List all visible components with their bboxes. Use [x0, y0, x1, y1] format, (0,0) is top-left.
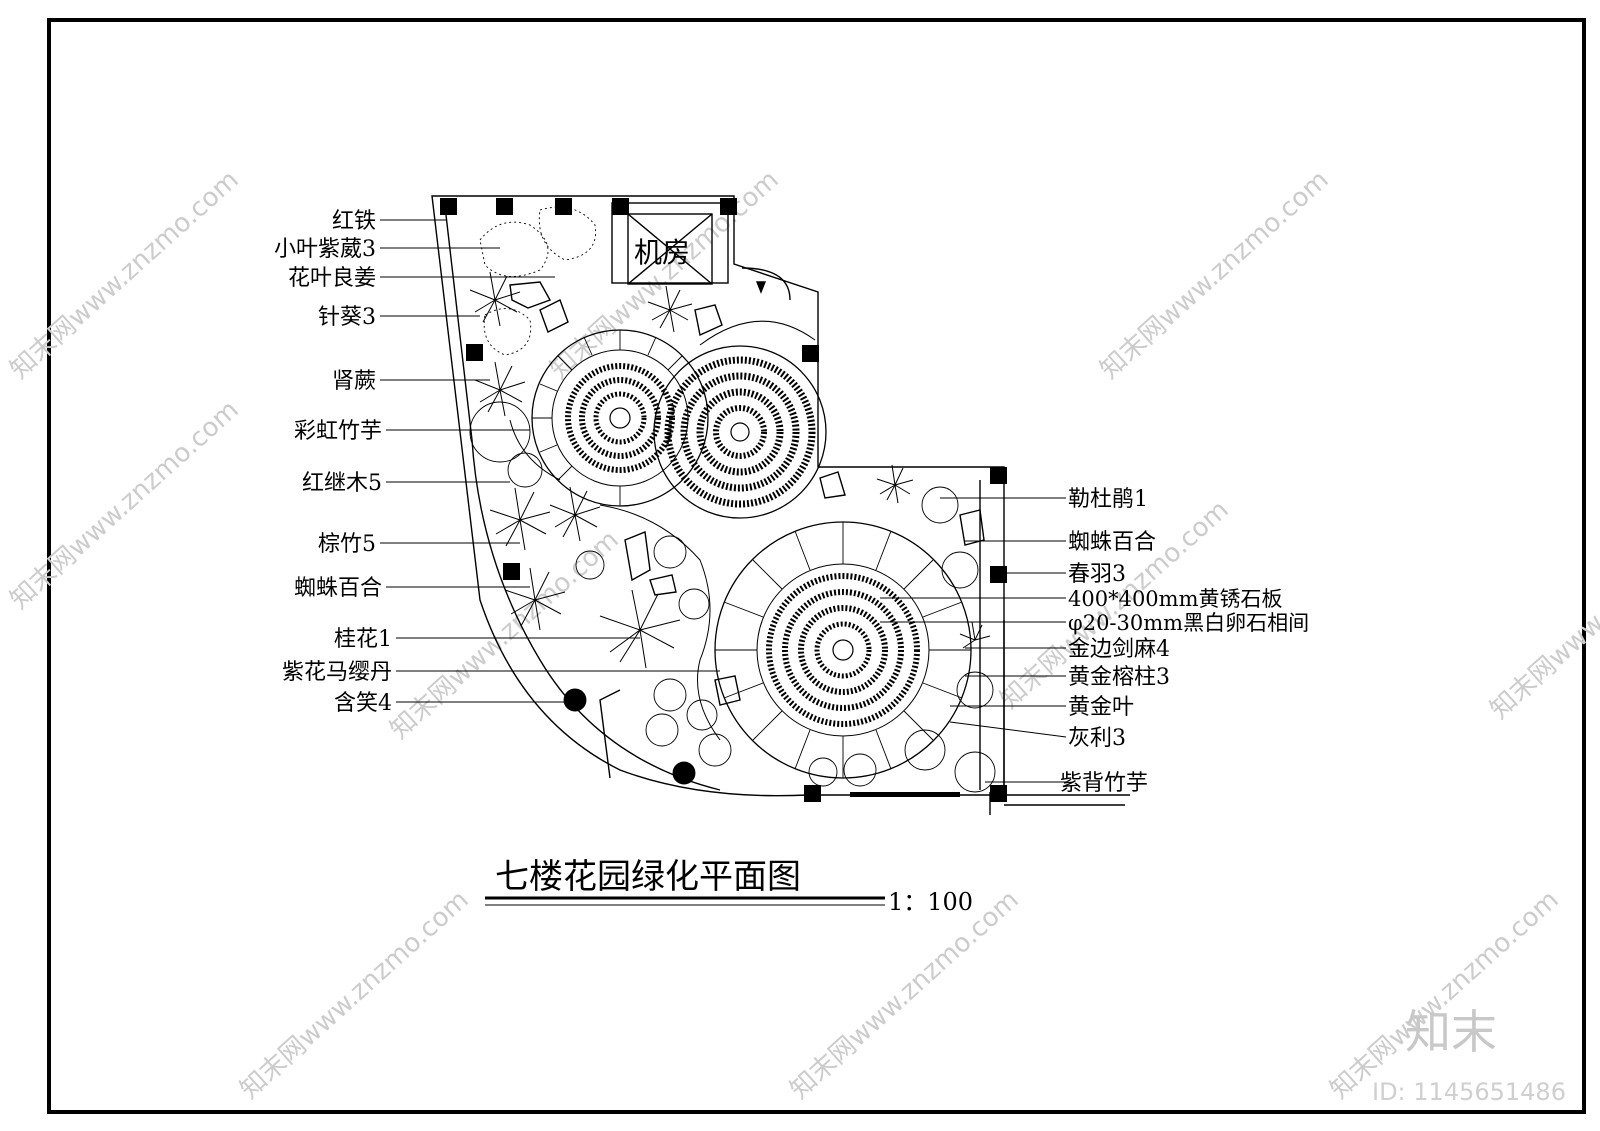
- watermark-text: 知末网www.znzmo.com: [385, 525, 625, 745]
- label-left-2: 小叶紫葳3: [274, 237, 376, 262]
- label-right-7: 黄金榕柱3: [1068, 665, 1170, 690]
- site-outline: [431, 195, 1130, 815]
- image-id: ID: 1145651486: [1372, 1078, 1566, 1106]
- label-left-5: 肾蕨: [332, 369, 376, 394]
- brand-watermark: 知末: [1405, 1005, 1497, 1059]
- watermark-text: 知末网www.znzmo.com: [1095, 165, 1335, 385]
- title-block: 七楼花园绿化平面图 1：100: [485, 857, 973, 916]
- label-right-4: 400*400mm黄锈石板: [1068, 587, 1283, 611]
- label-right-2: 蜘蛛百合: [1068, 530, 1156, 555]
- watermark-text: 知末网www.znzmo.com: [545, 165, 785, 385]
- machine-room: 机房: [611, 202, 791, 301]
- paving-circles: [509, 320, 972, 779]
- label-right-6: 金边剑麻4: [1068, 637, 1170, 662]
- drawing-title: 七楼花园绿化平面图: [495, 857, 801, 897]
- plant-labels-right: 勒杜鹃1 蜘蛛百合 春羽3 400*400mm黄锈石板 φ20-30mm黑白卵石…: [1060, 487, 1309, 796]
- label-left-8: 棕竹5: [318, 532, 376, 557]
- watermarks: 知末网www.znzmo.com 知末网www.znzmo.com 知末网www…: [5, 165, 1600, 1105]
- label-right-1: 勒杜鹃1: [1068, 487, 1148, 512]
- label-right-5: φ20-30mm黑白卵石相间: [1068, 611, 1309, 635]
- watermark-text: 知末网www.znzmo.com: [5, 165, 245, 385]
- watermark-text: 知末网www.znzmo.com: [5, 395, 245, 615]
- label-left-11: 紫花马缨丹: [282, 660, 392, 685]
- label-right-8: 黄金叶: [1068, 695, 1134, 720]
- columns: [440, 198, 1007, 802]
- label-right-3: 春羽3: [1068, 562, 1126, 587]
- leader-lines-left: [380, 219, 720, 703]
- plant-symbols: [469, 206, 996, 793]
- leader-lines-right: [880, 497, 1067, 783]
- watermark-text: 知末网www.znzmo.com: [235, 885, 475, 1105]
- label-left-9: 蜘蛛百合: [294, 576, 382, 601]
- label-left-1: 红铁: [332, 209, 376, 234]
- drawing-frame: [47, 18, 1586, 1114]
- label-left-7: 红继木5: [302, 471, 382, 496]
- label-left-12: 含笑4: [334, 691, 392, 716]
- label-left-10: 桂花1: [334, 627, 392, 652]
- label-left-3: 花叶良姜: [288, 266, 376, 291]
- plant-labels-left: 红铁 小叶紫葳3 花叶良姜 针葵3 肾蕨 彩虹竹芋 红继木5 棕竹5 蜘蛛百合 …: [274, 209, 392, 716]
- label-left-4: 针葵3: [318, 305, 376, 330]
- palm-symbol: [469, 271, 991, 669]
- room-label: 机房: [634, 236, 690, 269]
- watermark-text: 知末网www.znzmo.com: [785, 885, 1025, 1105]
- drawing-scale: 1：100: [888, 888, 973, 916]
- label-right-9: 灰利3: [1068, 726, 1126, 751]
- label-left-6: 彩虹竹芋: [294, 419, 382, 444]
- watermark-text: 知末网www.znzmo.com: [1325, 885, 1565, 1105]
- label-right-10: 紫背竹芋: [1060, 771, 1148, 796]
